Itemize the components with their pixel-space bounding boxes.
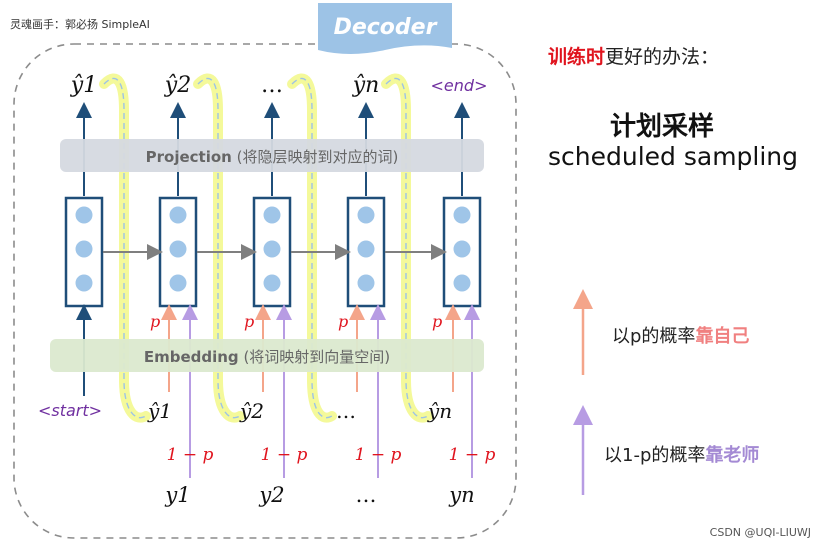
node — [263, 274, 281, 292]
output-token: ŷ1 — [70, 73, 97, 98]
node — [453, 206, 471, 224]
one-minus-p-arrows — [182, 304, 480, 478]
fed-input-token: ŷn — [427, 399, 452, 423]
legend-teacher-text: 以1-p的概率 — [604, 445, 706, 466]
embedding-label-bold: Embedding — [144, 348, 239, 366]
hidden-state-box — [64, 196, 104, 308]
one-minus-p-label: 1 − p — [449, 445, 496, 465]
right-title-red: 训练时 — [548, 46, 606, 68]
legend-self-highlight: 靠自己 — [695, 326, 750, 347]
legend-self-text: 以p的概率 — [612, 326, 696, 347]
legend-teacher: 以1-p的概率靠老师 — [604, 441, 759, 467]
end-token: <end> — [431, 76, 488, 95]
csdn-watermark: CSDN @UQI-LIUWJ — [709, 526, 811, 539]
p-labels: p p p p — [150, 312, 442, 331]
node — [453, 274, 471, 292]
decoder-tag — [318, 3, 452, 54]
node — [263, 240, 281, 258]
legend-arrows — [573, 289, 593, 495]
node — [357, 274, 375, 292]
node — [263, 206, 281, 224]
hidden-state-boxes — [64, 196, 482, 308]
p-label: p — [150, 312, 160, 331]
decoder-frame — [13, 43, 517, 539]
projection-label: Projection (将隐层映射到对应的词) — [146, 148, 399, 166]
right-title-rest: 更好的办法： — [605, 46, 720, 68]
embedding-label: Embedding (将词映射到向量空间) — [144, 348, 390, 366]
output-token: … — [261, 73, 283, 98]
output-token: ŷn — [352, 73, 380, 98]
truth-token: … — [356, 483, 377, 507]
truth-token: yn — [448, 483, 474, 507]
feedback-loops — [99, 73, 433, 423]
node — [453, 240, 471, 258]
watermark: 灵魂画手：郭必扬 SimpleAI — [10, 18, 150, 31]
output-token: ŷ2 — [164, 73, 191, 98]
hidden-state-box — [442, 196, 482, 308]
fed-input-token: ŷ2 — [239, 399, 264, 423]
feedback-loop — [385, 77, 429, 419]
start-token: <start> — [38, 401, 102, 420]
feedback-loop — [103, 77, 147, 419]
node — [75, 274, 93, 292]
node — [75, 206, 93, 224]
projection-label-bold: Projection — [146, 148, 232, 166]
p-label: p — [432, 312, 442, 331]
truth-token: y1 — [164, 483, 190, 507]
embedding-bar — [50, 339, 484, 372]
node — [357, 206, 375, 224]
truth-token: y2 — [258, 483, 284, 507]
feedback-loop — [291, 77, 333, 419]
fed-inputs: ŷ1 ŷ2 … ŷn — [147, 399, 452, 423]
plan-title-cn: 计划采样 — [610, 112, 715, 142]
hidden-state-box — [346, 196, 386, 308]
legend-self: 以p的概率靠自己 — [612, 322, 749, 348]
node — [169, 274, 187, 292]
embedding-label-rest: (将词映射到向量空间) — [239, 348, 390, 366]
p-label: p — [338, 312, 348, 331]
legend-teacher-highlight: 靠老师 — [705, 445, 760, 466]
one-minus-p-labels: 1 − p 1 − p 1 − p 1 − p — [167, 445, 496, 465]
node — [169, 240, 187, 258]
one-minus-p-label: 1 − p — [167, 445, 214, 465]
decoder-diagram: Decoder Projection (将隐层映射到对应的词) — [13, 3, 517, 539]
node — [357, 240, 375, 258]
one-minus-p-label: 1 − p — [355, 445, 402, 465]
hidden-state-box — [158, 196, 198, 308]
plan-title-en: scheduled sampling — [548, 142, 799, 171]
decoder-tag-label: Decoder — [334, 15, 438, 40]
right-title: 训练时更好的办法： — [548, 42, 719, 69]
projection-label-rest: (将隐层映射到对应的词) — [232, 148, 398, 166]
fed-input-token: … — [336, 399, 356, 423]
truth-inputs: y1 y2 … yn — [164, 483, 474, 507]
projection-bar — [60, 139, 484, 172]
node — [169, 206, 187, 224]
feedback-loop — [197, 77, 241, 419]
node — [75, 240, 93, 258]
p-label: p — [244, 312, 254, 331]
fed-input-token: ŷ1 — [147, 399, 172, 423]
one-minus-p-label: 1 − p — [261, 445, 308, 465]
top-outputs: ŷ1 ŷ2 … ŷn — [70, 73, 380, 98]
hidden-state-box — [252, 196, 292, 308]
